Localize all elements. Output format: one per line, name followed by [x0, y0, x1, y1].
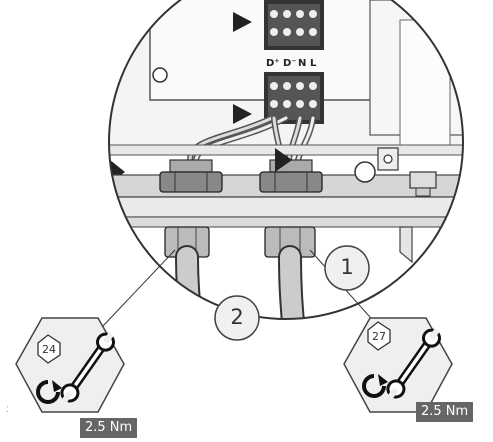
- terminal-label-l: L: [310, 58, 317, 69]
- tool-callout-right: [343, 317, 453, 413]
- wrench-size-hex-left: [37, 334, 61, 364]
- wrench-icon: [386, 328, 442, 401]
- mounting-hole-left: [152, 67, 168, 83]
- terminal-label-d-minus: D⁻: [283, 58, 297, 69]
- torque-badge-right: 2.5 Nm: [416, 402, 474, 422]
- terminal-label-n: N: [298, 58, 307, 69]
- tool-callout-left: [15, 317, 125, 413]
- rotate-icon: [36, 380, 60, 404]
- cable-gland-left: [159, 159, 223, 258]
- magnified-view: [109, 0, 463, 319]
- wrench-size-hex-right: [367, 321, 391, 351]
- terminal-label-d-plus: D⁺: [266, 58, 280, 69]
- stray-mark: :: [6, 404, 9, 415]
- cable-gland-right: [259, 159, 323, 258]
- terminal-block: [264, 0, 324, 124]
- rotate-icon: [362, 374, 386, 398]
- step-1-label: 1: [340, 255, 354, 279]
- wrench-size-left: 24: [42, 343, 56, 356]
- torque-badge-left: 2.5 Nm: [80, 418, 138, 438]
- step-2-circle: [214, 295, 260, 341]
- wrench-size-right: 27: [372, 330, 386, 343]
- step-2-label: 2: [230, 305, 244, 329]
- wrench-icon: [60, 332, 116, 405]
- step-1-circle: [324, 245, 370, 291]
